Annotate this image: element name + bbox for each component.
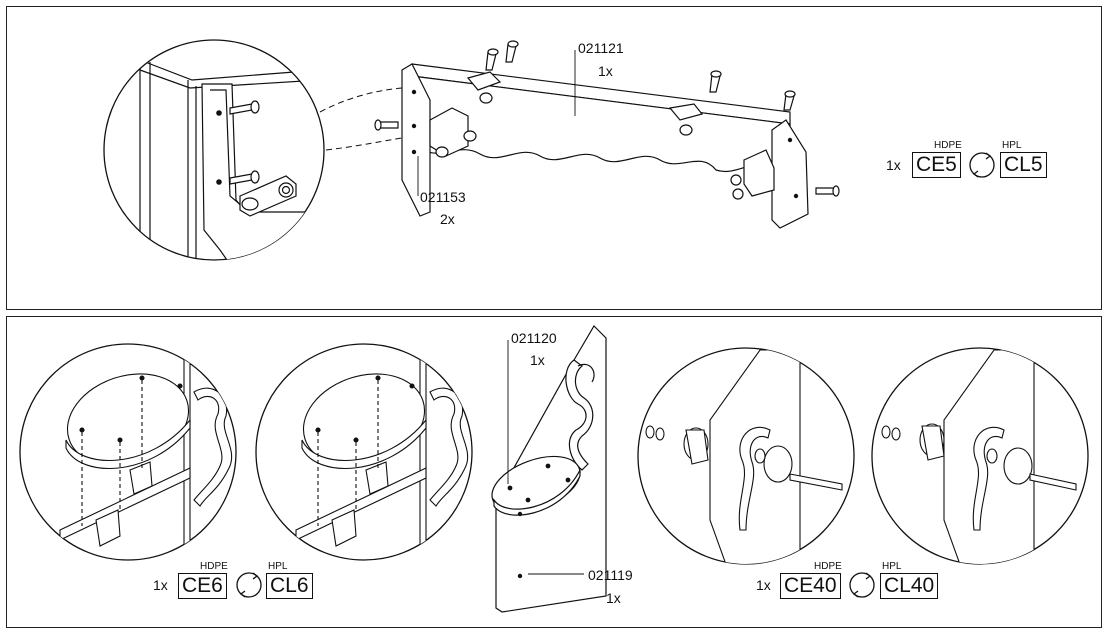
part-qty-021153: 2x [440,211,455,227]
kit-qty-right: 1x [756,577,771,593]
hpl-label-left: HPL [268,561,288,572]
part-number-021119: 021119 [588,567,633,583]
kit-qty-top: 1x [886,157,901,173]
hdpe-label-top: HDPE [934,140,962,151]
swap-arrows-icon [849,572,875,598]
detail-circle-4 [871,347,1089,565]
screw-icon [505,40,519,63]
hdpe-label-right: HDPE [814,561,842,572]
kit-code-hpl-top: CL5 [1000,152,1047,178]
detail-circle-1 [19,343,237,561]
kit-code-hdpe-right: CE40 [780,573,841,599]
kit-code-hdpe-top: CE5 [912,152,961,178]
kit-code-hpl-right: CL40 [880,573,939,599]
hpl-label-right: HPL [882,561,902,572]
hdpe-label-left: HDPE [200,561,228,572]
part-qty-021121: 1x [598,63,613,79]
part-number-021120: 021120 [511,330,557,346]
screw-icon [229,170,260,185]
swap-arrows-icon [969,152,995,178]
swap-arrows-icon [236,572,262,598]
bracket-icon [239,175,297,217]
part-qty-021120: 1x [530,352,545,368]
part-number-021121: 021121 [578,40,624,56]
kit-qty-left: 1x [153,577,168,593]
screw-icon [229,100,260,115]
panel-assembly-center [491,325,607,613]
part-number-021153: 021153 [420,189,466,205]
kit-code-hpl-left: CL6 [266,573,313,599]
detail-circle-3 [637,347,855,565]
screw-icon [374,119,399,131]
screw-icon [783,90,796,111]
screw-icon [485,48,499,71]
hpl-label-top: HPL [1002,140,1022,151]
detail-circle-2 [255,343,473,561]
kit-code-hdpe-left: CE6 [178,573,227,599]
detail-circle-top [103,39,403,261]
shelf-assembly-top [374,40,840,229]
screw-icon [815,185,840,197]
screw-icon [709,70,722,93]
part-qty-021119: 1x [606,590,621,606]
